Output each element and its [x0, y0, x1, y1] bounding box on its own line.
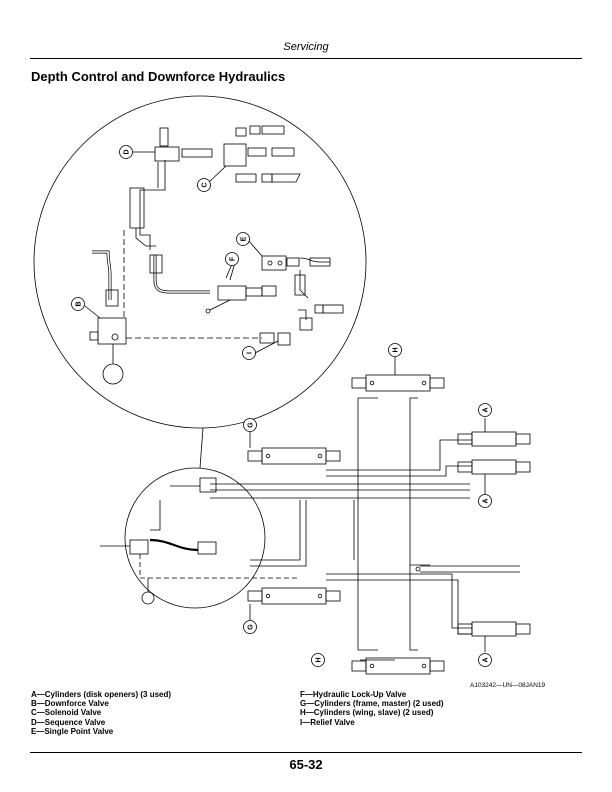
callout-a-top: A [478, 403, 492, 417]
legend-item-a: A—Cylinders (disk openers) (3 used) [31, 690, 172, 699]
legend-left: A—Cylinders (disk openers) (3 used) B—Do… [31, 690, 171, 736]
legend-item-b: B—Downforce Valve [31, 699, 109, 709]
detail-circle [33, 95, 367, 429]
legend-item-c: C—Solenoid Valve [31, 708, 102, 718]
svg-text:G: G [248, 624, 255, 630]
legend-item-f: F—Hydraulic Lock-Up Valve [300, 690, 407, 699]
header-rule [30, 58, 582, 59]
callout-g-top: G [243, 418, 257, 432]
legend-item-g: G—Cylinders (frame, master) (2 used) [300, 699, 444, 709]
svg-text:E: E [241, 236, 248, 241]
callout-e: E [236, 232, 250, 246]
callouts: D C E F B I H G A A G A H [71, 145, 492, 667]
svg-text:C: C [202, 182, 209, 187]
callout-f: F [225, 252, 239, 266]
legend-item-e: E—Single Point Valve [31, 726, 114, 736]
callout-b: B [71, 297, 85, 311]
detail-components [89, 125, 344, 385]
svg-text:A: A [483, 498, 490, 503]
svg-text:I: I [247, 352, 254, 354]
legend-item-h: H—Cylinders (wing, slave) (2 used) [300, 708, 434, 718]
figure-id: A103242—UN—08JAN19 [470, 682, 546, 689]
callout-h-bottom: H [311, 653, 325, 667]
callout-a-mid: A [478, 494, 492, 508]
svg-text:A: A [483, 407, 490, 412]
legend-item-i: I—Relief Valve [300, 717, 355, 727]
overview-circuit [100, 374, 531, 675]
section-header: Servicing [283, 41, 329, 53]
svg-text:G: G [248, 422, 255, 428]
svg-text:H: H [316, 657, 323, 662]
footer-rule [30, 752, 582, 753]
callout-g-bottom: G [243, 620, 257, 634]
detail-leader-line [199, 427, 204, 469]
overview-circle [124, 467, 266, 609]
svg-text:B: B [76, 301, 83, 306]
svg-text:A: A [483, 657, 490, 662]
callout-c: C [197, 178, 211, 192]
callout-d: D [119, 145, 133, 159]
callout-h-top: H [388, 343, 402, 357]
svg-text:D: D [124, 149, 131, 154]
callout-a-bottom: A [478, 653, 492, 667]
legend-right: F—Hydraulic Lock-Up Valve G—Cylinders (f… [300, 690, 444, 727]
svg-text:H: H [393, 347, 400, 352]
page-title: Depth Control and Downforce Hydraulics [31, 69, 286, 84]
legend-item-d: D—Sequence Valve [31, 717, 106, 727]
page-number: 65-32 [289, 757, 323, 772]
callout-i: I [242, 346, 256, 360]
svg-text:F: F [230, 256, 237, 261]
